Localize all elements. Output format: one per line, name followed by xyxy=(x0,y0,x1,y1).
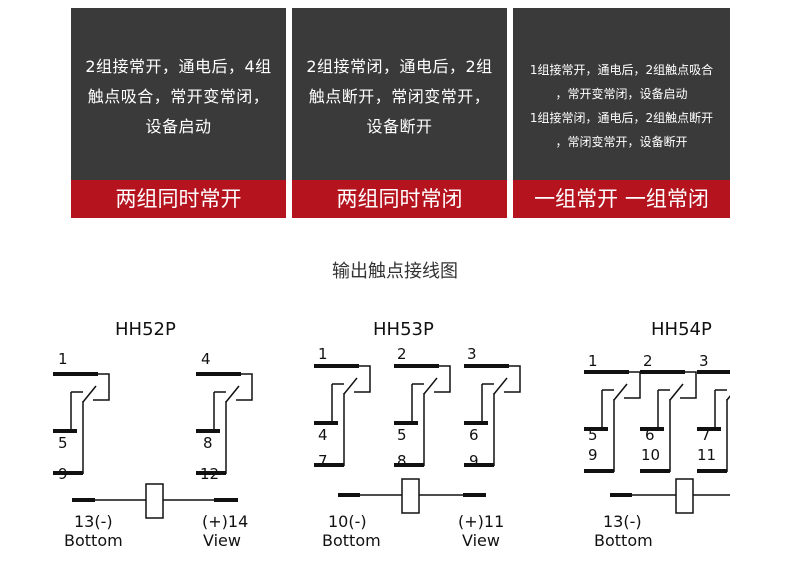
relay-contact-set xyxy=(392,364,452,468)
pin-label: 8 xyxy=(203,434,213,452)
relay-contact-set xyxy=(312,364,372,468)
pin-label: 12 xyxy=(200,465,219,483)
pin-label: 9 xyxy=(58,465,68,483)
card-description-line: 2组接常闭，通电后，2组 xyxy=(306,57,493,76)
pin-label: 1 xyxy=(588,352,598,370)
pin-label: 2 xyxy=(643,352,653,370)
relay-contact-set xyxy=(462,364,522,468)
pin-label: 7 xyxy=(701,426,711,444)
pin-label: 4 xyxy=(318,426,328,444)
pin-label: 6 xyxy=(469,426,479,444)
relay-contact-set xyxy=(51,372,111,476)
coil-terminal-label: 13(-) xyxy=(603,512,642,531)
card-description-line: ，常开变常闭，设备启动 xyxy=(555,87,688,101)
diagram-hh53p: HH53P 1 4 7 2 5 8 3 6 9 10(-) (+)11 Bott… xyxy=(312,319,522,550)
diagram-title: HH54P xyxy=(651,319,712,340)
card-description-line: 设备断开 xyxy=(366,117,433,136)
coil-terminal-label: (+)11 xyxy=(458,512,504,531)
card-both-normally-open: 2组接常开，通电后，4组 触点吸合，常开变常闭， 设备启动 两组同时常开 xyxy=(71,8,286,218)
card-band-label: 一组常开 一组常闭 xyxy=(513,180,730,218)
pin-label: 5 xyxy=(588,426,598,444)
pin-label: 7 xyxy=(318,452,328,470)
card-description-line: 触点吸合，常开变常闭， xyxy=(87,87,270,106)
relay-coil xyxy=(72,483,238,519)
pin-label: 8 xyxy=(397,452,407,470)
relay-coil xyxy=(338,478,486,514)
pin-label: 3 xyxy=(467,345,477,363)
card-description-line: 1组接常开，通电后，2组触点吸合 xyxy=(529,63,714,77)
pin-label: 11 xyxy=(697,446,716,464)
pin-label: 2 xyxy=(397,345,407,363)
card-description-line: 2组接常开，通电后，4组 xyxy=(85,57,272,76)
relay-contact-set xyxy=(194,372,254,476)
card-both-normally-closed: 2组接常闭，通电后，2组 触点断开，常闭变常开， 设备断开 两组同时常闭 xyxy=(292,8,507,218)
card-band-label: 两组同时常开 xyxy=(71,180,286,218)
card-description: 1组接常开，通电后，2组触点吸合 ，常开变常闭，设备启动 1组接常闭，通电后，2… xyxy=(513,58,730,154)
card-description: 2组接常开，通电后，4组 触点吸合，常开变常闭， 设备启动 xyxy=(71,52,286,142)
diagram-title: HH53P xyxy=(373,319,434,340)
bottom-label: Bottom xyxy=(322,531,381,550)
card-band-label: 两组同时常闭 xyxy=(292,180,507,218)
card-description-line: 设备启动 xyxy=(145,117,212,136)
pin-label: 10 xyxy=(641,446,660,464)
section-title: 输出触点接线图 xyxy=(332,261,458,282)
card-description-line: ，常闭变常开，设备断开 xyxy=(555,135,688,149)
bottom-label: Bottom xyxy=(64,531,123,550)
pin-label: 6 xyxy=(645,426,655,444)
relay-coil xyxy=(610,478,740,514)
pin-label: 1 xyxy=(318,345,328,363)
pin-label: 4 xyxy=(201,350,211,368)
diagram-title: HH52P xyxy=(115,319,176,340)
card-description-line: 1组接常闭，通电后，2组触点断开 xyxy=(529,111,714,125)
bottom-label: Bottom xyxy=(594,531,653,550)
card-one-open-one-closed: 1组接常开，通电后，2组触点吸合 ，常开变常闭，设备启动 1组接常闭，通电后，2… xyxy=(513,8,730,218)
card-description: 2组接常闭，通电后，2组 触点断开，常闭变常开， 设备断开 xyxy=(292,52,507,142)
coil-terminal-label: 13(-) xyxy=(74,512,113,531)
diagram-hh54p: HH54P 1 5 9 2 6 10 3 7 11 13(-) Bottom xyxy=(582,319,755,550)
coil-terminal-label: (+)14 xyxy=(202,512,248,531)
pin-label: 9 xyxy=(588,446,598,464)
pin-label: 5 xyxy=(58,434,68,452)
diagram-hh52p: HH52P 1 5 9 4 8 12 13(-) (+)14 Bottom Vi… xyxy=(51,319,254,550)
pin-label: 1 xyxy=(58,350,68,368)
coil-terminal-label: 10(-) xyxy=(328,512,367,531)
view-label: View xyxy=(462,531,500,550)
pin-label: 3 xyxy=(699,352,709,370)
view-label: View xyxy=(203,531,241,550)
pin-label: 5 xyxy=(397,426,407,444)
pin-label: 9 xyxy=(469,452,479,470)
crop-mask xyxy=(730,290,790,576)
card-description-line: 触点断开，常闭变常开， xyxy=(308,87,491,106)
